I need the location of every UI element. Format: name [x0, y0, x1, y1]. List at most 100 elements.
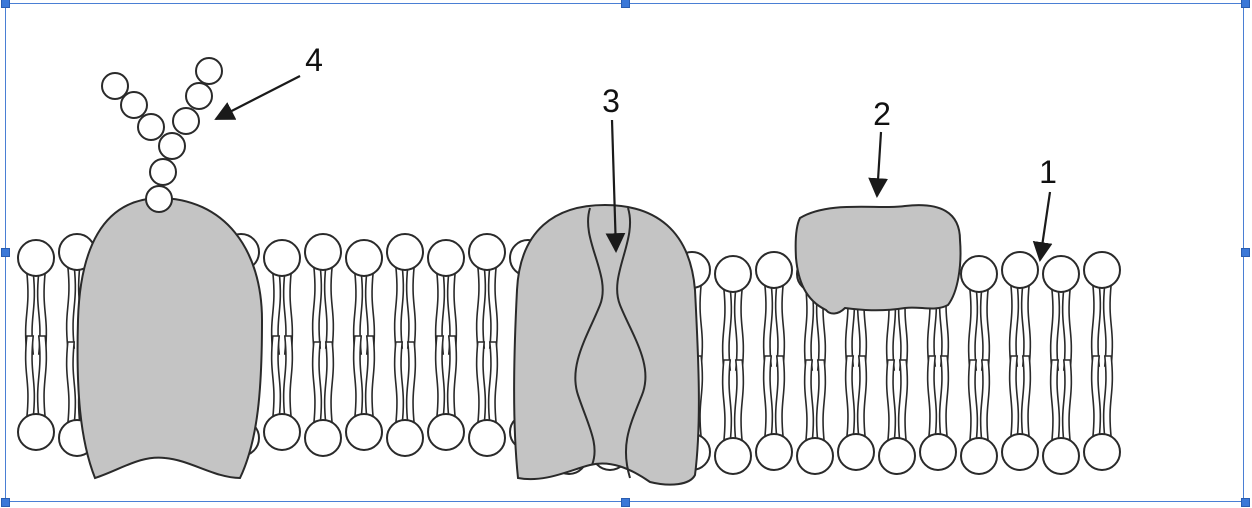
arrow-3: [605, 119, 626, 253]
lipid-tail: [393, 265, 405, 349]
lipid-head: [427, 239, 465, 277]
lipid-tail: [434, 271, 446, 355]
lipid-tail: [352, 335, 364, 419]
lipid-tail: [24, 271, 36, 355]
resize-handle-middle-right[interactable]: [1241, 248, 1250, 257]
lipid-tail: [733, 359, 745, 443]
lipid-head: [468, 233, 506, 271]
label-3: 3: [602, 83, 620, 119]
lipid-head: [386, 419, 424, 457]
sugar-bead: [145, 185, 173, 213]
lipid-tail: [270, 271, 282, 355]
sugar-bead: [149, 158, 177, 186]
lipid-tail: [762, 283, 774, 367]
lipid-tail: [897, 359, 909, 443]
lipid-tail: [24, 335, 36, 419]
lipid-tail: [323, 341, 335, 425]
lipid-head: [755, 433, 793, 471]
lipid-tail: [1061, 359, 1073, 443]
lipid-tail: [475, 265, 487, 349]
lipid-tail: [1008, 283, 1020, 367]
peripheral-protein: [794, 204, 962, 315]
lipid-head: [304, 419, 342, 457]
lipid-tail: [979, 359, 991, 443]
sugar-bead: [137, 113, 165, 141]
glycoprotein: [76, 57, 264, 480]
arrow-2: [868, 131, 888, 198]
lipid-tail: [926, 355, 938, 439]
lipid-head: [960, 437, 998, 475]
lipid-tail: [475, 341, 487, 425]
lipid-head: [960, 255, 998, 293]
lipid-tail: [967, 359, 979, 443]
label-2: 2: [873, 96, 891, 132]
sugar-bead: [101, 72, 129, 100]
resize-handle-top-left[interactable]: [1, 0, 10, 8]
lipid-tail: [434, 335, 446, 419]
lipid-head: [1042, 255, 1080, 293]
lipid-head: [304, 233, 342, 271]
lipid-tail: [282, 335, 294, 419]
lipid-tail: [1020, 355, 1032, 439]
lipid-tail: [405, 265, 417, 349]
lipid-tail: [405, 341, 417, 425]
channel-protein-body: [513, 203, 700, 486]
lipid-head: [345, 239, 383, 277]
sugar-bead: [195, 57, 223, 85]
annotation-labels: 4 3 2 1: [214, 42, 1057, 262]
resize-handle-middle-left[interactable]: [1, 248, 10, 257]
resize-handle-bottom-center[interactable]: [621, 498, 630, 507]
resize-handle-top-center[interactable]: [621, 0, 630, 8]
lipid-head: [427, 413, 465, 451]
resize-handle-bottom-left[interactable]: [1, 498, 10, 507]
sugar-bead: [172, 107, 200, 135]
sugar-bead: [185, 82, 213, 110]
arrow-4: [214, 75, 301, 120]
lipid-tail: [1102, 355, 1114, 439]
channel-protein: [513, 203, 700, 486]
sugar-bead: [158, 132, 186, 160]
lipid-tail: [36, 335, 48, 419]
lipid-head: [1083, 433, 1121, 471]
lipid-tail: [721, 359, 733, 443]
lipid-tail: [885, 359, 897, 443]
lipid-tail: [487, 265, 499, 349]
lipid-tail: [938, 355, 950, 439]
lipid-tail: [65, 265, 77, 349]
lipid-tail: [856, 355, 868, 439]
lipid-tail: [733, 287, 745, 371]
sugar-bead: [120, 91, 148, 119]
carbohydrate-chain: [101, 57, 223, 213]
glycoprotein-body: [76, 196, 264, 480]
lipid-head: [714, 437, 752, 475]
lipid-head: [345, 413, 383, 451]
lipid-tail: [774, 283, 786, 367]
lipid-head: [386, 233, 424, 271]
lipid-head: [919, 433, 957, 471]
lipid-head: [714, 255, 752, 293]
resize-handle-bottom-right[interactable]: [1241, 498, 1250, 507]
lipid-head: [17, 239, 55, 277]
peripheral-protein-body: [794, 204, 962, 315]
resize-handle-top-right[interactable]: [1241, 0, 1250, 8]
lipid-tail: [311, 341, 323, 425]
lipid-tail: [1049, 359, 1061, 443]
lipid-head: [263, 239, 301, 277]
lipid-tail: [979, 287, 991, 371]
lipid-tail: [1102, 283, 1114, 367]
lipid-tail: [967, 287, 979, 371]
lipid-tail: [1020, 283, 1032, 367]
lipid-tail: [815, 359, 827, 443]
label-4: 4: [305, 42, 323, 78]
arrow-1: [1032, 191, 1053, 262]
lipid-head: [1083, 251, 1121, 289]
lipid-head: [837, 433, 875, 471]
lipid-tail: [1061, 287, 1073, 371]
lipid-tail: [1049, 287, 1061, 371]
lipid-head: [878, 437, 916, 475]
lipid-head: [468, 419, 506, 457]
channel-pore-wall-left: [574, 207, 604, 466]
lipid-tail: [844, 355, 856, 439]
